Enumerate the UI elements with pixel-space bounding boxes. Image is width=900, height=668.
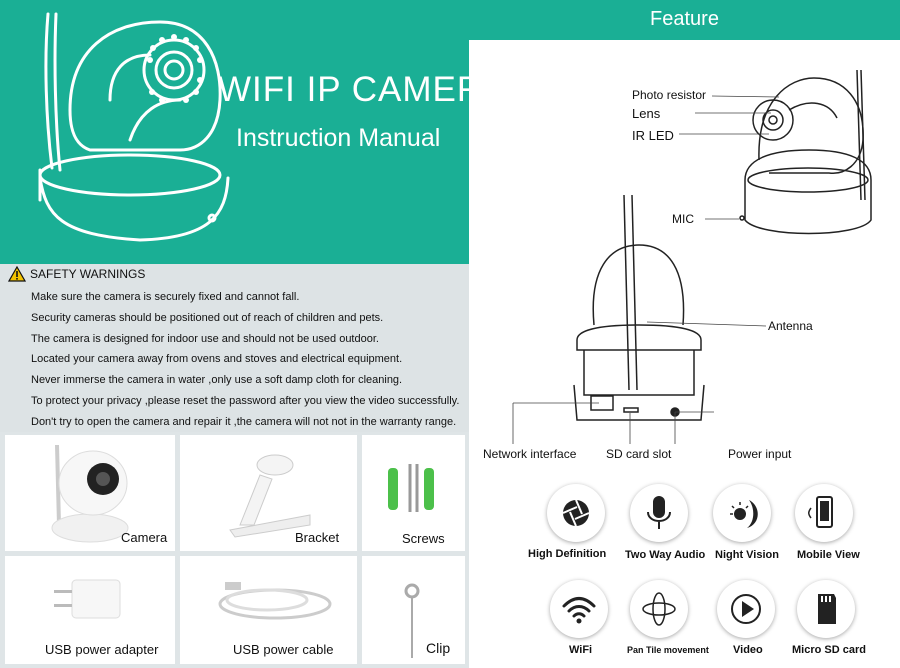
label-mic: MIC [672, 212, 694, 226]
safety-warning: Make sure the camera is securely fixed a… [31, 291, 300, 303]
package-item-label: Bracket [295, 530, 340, 545]
camera-image [51, 444, 129, 543]
two-way-audio-feature [630, 484, 688, 542]
cable-image [218, 582, 332, 620]
safety-warning: To protect your privacy ,please reset th… [31, 395, 460, 407]
package-item-camera: Camera [5, 435, 175, 551]
wifi-icon [562, 597, 596, 624]
smartphone-icon [808, 496, 833, 528]
night-vision-feature [713, 484, 771, 542]
aperture-icon [562, 499, 590, 527]
feature-title: Feature [650, 8, 719, 30]
package-item-label: USB power adapter [45, 642, 159, 657]
package-item-bracket: Bracket [180, 435, 357, 551]
clip-image [404, 583, 420, 658]
safety-heading: SAFETY WARNINGS [30, 267, 146, 281]
bracket-image [229, 454, 311, 538]
label-sd-card-slot: SD card slot [606, 447, 672, 461]
high-definition-feature [547, 484, 605, 542]
package-item-screws: Screws [362, 435, 465, 551]
page-title: WIFI IP CAMERA [218, 70, 508, 109]
label-ir-led: IR LED [632, 128, 674, 143]
micro-sd-feature [797, 580, 855, 638]
safety-warning: Never immerse the camera in water ,only … [31, 374, 403, 386]
feature-label: Two Way Audio [625, 549, 706, 561]
camera-diagram [512, 69, 872, 444]
safety-panel [0, 264, 469, 432]
adapter-image [54, 579, 121, 619]
feature-header [469, 0, 900, 40]
feature-label: Micro SD card [792, 644, 866, 656]
safety-warning: Security cameras should be positioned ou… [31, 312, 384, 324]
camera-illustration [38, 12, 230, 242]
label-network-interface: Network interface [483, 447, 577, 461]
wifi-feature [550, 580, 608, 638]
screws-image [388, 464, 434, 512]
safety-warning: The camera is designed for indoor use an… [31, 333, 379, 345]
safety-warning: Located your camera away from ovens and … [31, 353, 403, 365]
feature-label: Mobile View [797, 549, 860, 561]
safety-warning: Don't try to open the camera and repair … [31, 416, 457, 428]
sd-card-icon [818, 594, 836, 624]
feature-label: Night Vision [715, 549, 779, 561]
package-item-clip: Clip [362, 556, 465, 664]
play-icon [731, 594, 761, 624]
label-power-input: Power input [728, 447, 792, 461]
package-contents: Camera Bracket Screws USB power adapter [0, 432, 469, 668]
package-item-label: Camera [121, 530, 168, 545]
label-photo-resistor: Photo resistor [632, 88, 707, 102]
feature-label: High Definition [528, 548, 607, 560]
package-item-cable: USB power cable [180, 556, 357, 664]
package-item-label: USB power cable [233, 642, 334, 657]
label-antenna: Antenna [768, 319, 813, 333]
warning-icon [8, 266, 26, 282]
hero-banner [0, 0, 469, 264]
feature-label: Pan Tile movement [627, 645, 709, 655]
package-item-adapter: USB power adapter [5, 556, 175, 664]
package-item-label: Screws [402, 531, 445, 546]
page-subtitle: Instruction Manual [236, 124, 441, 152]
label-lens: Lens [632, 106, 661, 121]
package-item-label: Clip [426, 640, 451, 656]
video-feature [717, 580, 775, 638]
pan-tilt-feature [630, 580, 688, 638]
mobile-view-feature [795, 484, 853, 542]
pan-tilt-icon [642, 592, 676, 626]
feature-label: WiFi [569, 644, 593, 656]
sun-moon-icon [730, 500, 758, 528]
microphone-icon [647, 496, 671, 529]
feature-label: Video [733, 644, 763, 656]
